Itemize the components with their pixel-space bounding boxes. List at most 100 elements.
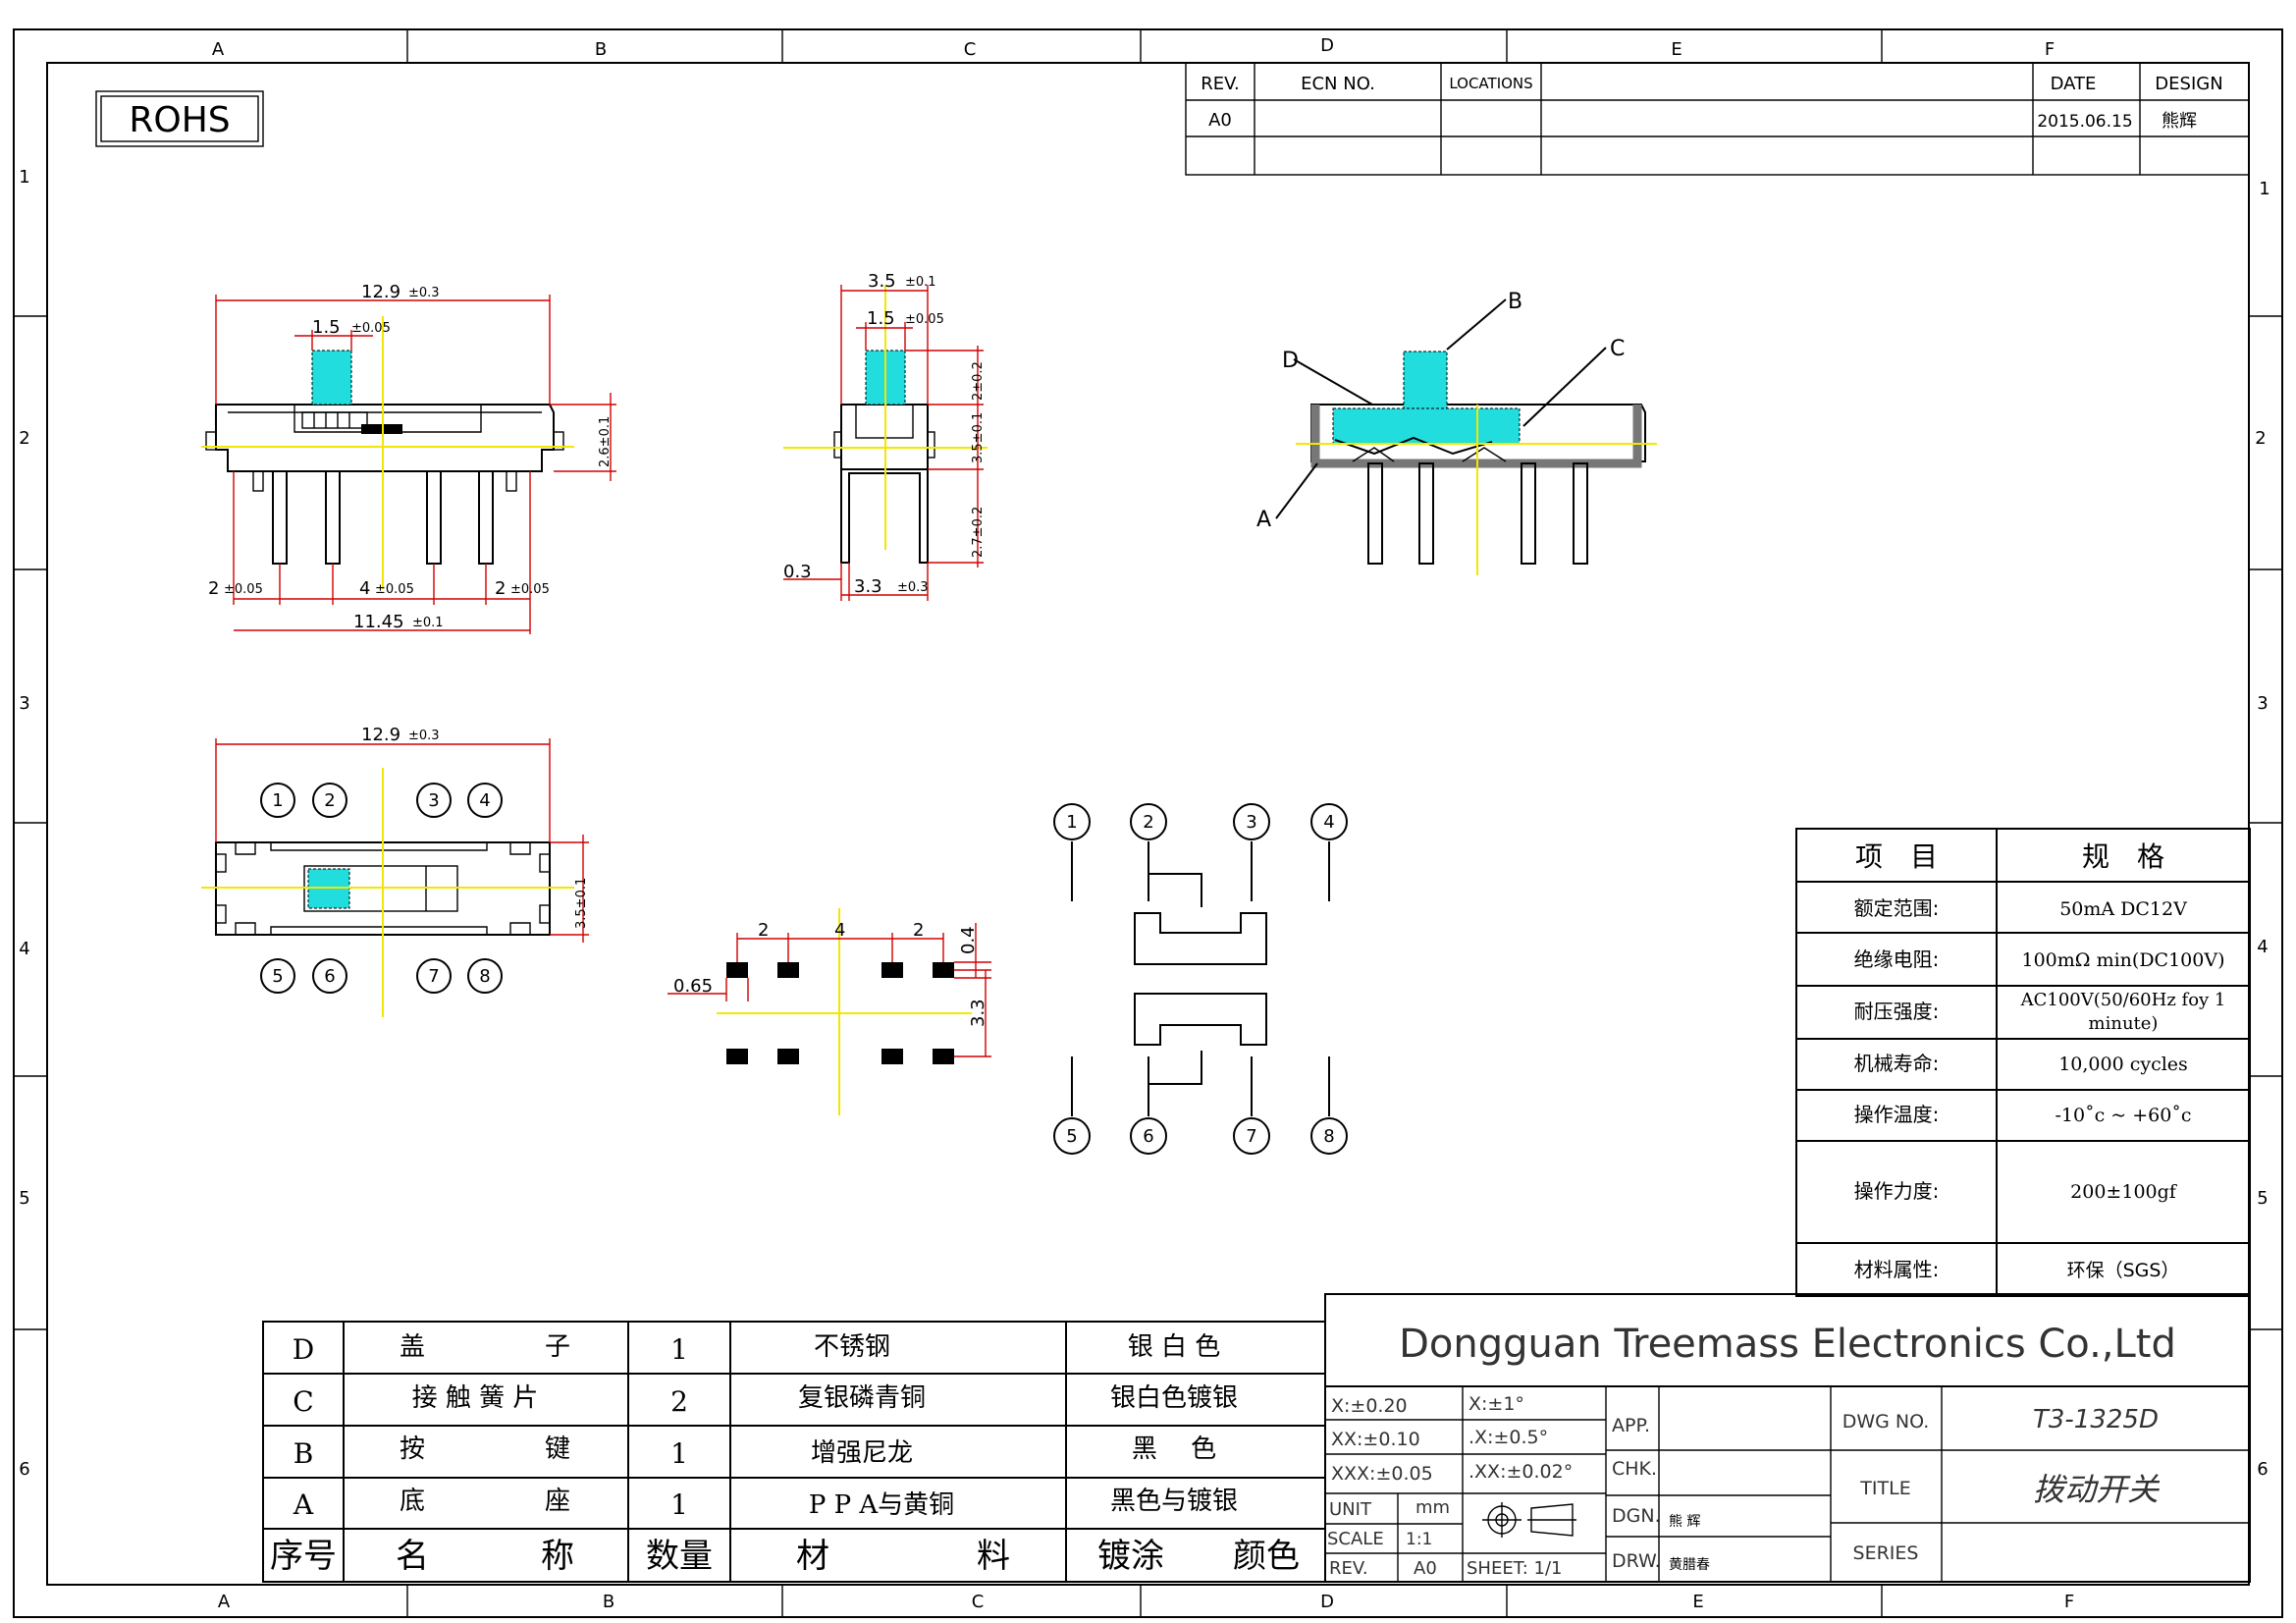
bom-name-a-a: 底 <box>400 1487 425 1516</box>
zone-row-1-right: 1 <box>2259 179 2269 199</box>
dgn-label: DGN. <box>1612 1505 1661 1527</box>
side-pin-span-tol: ±0.1 <box>412 616 444 630</box>
end-bottom-tol: ±0.3 <box>897 580 929 595</box>
drawing-frame <box>13 28 2283 1618</box>
spec-table: 项 目 规 格 额定范围: 50mA DC12V 绝缘电阻: 100mΩ min… <box>1795 828 2251 1297</box>
locations-header: LOCATIONS <box>1449 75 1532 92</box>
bom-material-b: 增强尼龙 <box>811 1438 913 1468</box>
top-pin-5: 5 <box>272 966 283 987</box>
sch-pin-8: 8 <box>1323 1126 1334 1147</box>
bom-header-material-a: 材 <box>796 1537 829 1576</box>
zone-col-d: D <box>1320 35 1334 56</box>
pad-layout: 2 4 2 0.4 0.65 3.3 <box>667 908 991 1115</box>
zone-col-f: F <box>2045 39 2055 60</box>
spec-item-6: 操作力度: <box>1854 1179 1940 1203</box>
dwg-label: DWG NO. <box>1842 1411 1930 1433</box>
end-bottom-width: 3.3 <box>854 576 882 597</box>
top-pin-6: 6 <box>324 966 335 987</box>
bom-header-name-a: 名 <box>396 1537 429 1576</box>
sch-pin-4: 4 <box>1323 812 1334 833</box>
zone-col-a-bottom: A <box>218 1592 231 1612</box>
zone-col-b-bottom: B <box>603 1592 614 1612</box>
side-pitch-left: 2 <box>208 578 219 599</box>
bom-id-c: C <box>293 1385 313 1418</box>
top-pin-7: 7 <box>428 966 439 987</box>
bom-header-id: 序号 <box>270 1537 337 1576</box>
spec-value-4: 10,000 cycles <box>2058 1054 2188 1075</box>
zone-col-a: A <box>212 39 225 60</box>
spec-item-1: 额定范围: <box>1854 896 1940 920</box>
side-pitch-right: 2 <box>495 578 506 599</box>
title-block: Dongguan Treemass Electronics Co.,Ltd X:… <box>1324 1293 2251 1583</box>
zone-col-c-bottom: C <box>972 1592 985 1612</box>
spec-value-3-cont: minute) <box>2089 1013 2159 1034</box>
zone-row-4-right: 4 <box>2257 937 2268 957</box>
pad-height: 0.4 <box>958 926 979 954</box>
title-label: TITLE <box>1859 1478 1910 1499</box>
design-header: DESIGN <box>2155 74 2222 94</box>
spec-item-3: 耐压强度: <box>1854 1000 1940 1023</box>
spec-value-3: AC100V(50/60Hz foy 1 <box>2020 990 2226 1010</box>
bom-material-c: 复银磷青铜 <box>798 1383 926 1413</box>
end-thickness: 0.3 <box>783 562 812 582</box>
dgn-name: 熊 辉 <box>1669 1514 1700 1530</box>
side-pitch-left-tol: ±0.05 <box>224 582 263 597</box>
top-pin-8: 8 <box>479 966 490 987</box>
app-label: APP. <box>1612 1415 1650 1436</box>
pad-row-gap: 3.3 <box>968 999 988 1027</box>
end-h3: 2.7±0.2 <box>971 507 986 558</box>
top-depth: 3.5±0.1 <box>574 878 589 929</box>
bom-name-a-b: 座 <box>545 1487 570 1516</box>
bom-name-d-a: 盖 <box>400 1332 425 1362</box>
projection-symbol-icon <box>1482 1502 1576 1538</box>
end-top-tol: ±0.1 <box>905 275 936 290</box>
drw-label: DRW. <box>1612 1550 1661 1572</box>
design-value: 熊辉 <box>2162 111 2197 132</box>
zone-row-2-right: 2 <box>2255 428 2266 449</box>
bom-name-c: 接 触 簧 片 <box>412 1383 539 1413</box>
pad-pitch-c: 2 <box>913 920 924 941</box>
spec-item-4: 机械寿命: <box>1854 1052 1940 1075</box>
spec-item-5: 操作温度: <box>1854 1103 1940 1126</box>
scale-label: SCALE <box>1327 1529 1384 1549</box>
rev-value-tb: A0 <box>1414 1558 1437 1579</box>
bom-name-b-a: 按 <box>400 1434 425 1464</box>
bom-table: D 盖 子 1 不锈钢 银 白 色 C 接 触 簧 片 2 复银磷青铜 银白色镀… <box>262 1321 1326 1583</box>
top-pin-1: 1 <box>272 790 283 811</box>
side-overall-width: 12.9 <box>361 282 400 302</box>
bom-name-d-b: 子 <box>545 1332 570 1362</box>
ang-x: X:±1° <box>1468 1393 1524 1415</box>
company-name: Dongguan Treemass Electronics Co.,Ltd <box>1399 1322 2176 1367</box>
spec-value-1: 50mA DC12V <box>2059 898 2187 920</box>
bom-qty-d: 1 <box>670 1333 688 1366</box>
sch-pin-6: 6 <box>1143 1126 1153 1147</box>
tol-x: X:±0.20 <box>1331 1395 1408 1417</box>
zone-col-d-bottom: D <box>1320 1592 1334 1612</box>
section-label-d: D <box>1282 349 1299 373</box>
end-h2: 3.5±0.1 <box>971 412 986 463</box>
ecn-header: ECN NO. <box>1301 74 1375 94</box>
chk-label: CHK. <box>1612 1458 1657 1480</box>
side-pitch-mid-tol: ±0.05 <box>375 582 414 597</box>
sch-pin-7: 7 <box>1246 1126 1256 1147</box>
zone-row-2: 2 <box>19 428 29 449</box>
date-header: DATE <box>2051 74 2097 94</box>
pad-width: 0.65 <box>673 976 713 997</box>
spec-header-item: 项 目 <box>1855 840 1938 873</box>
bom-header-material-b: 料 <box>977 1537 1010 1576</box>
end-view: 3.5 ±0.1 1.5 ±0.05 2±0.2 3.5±0.1 2.7±0.2… <box>783 271 988 601</box>
bom-header-name-b: 称 <box>541 1537 574 1576</box>
rev-header: REV. <box>1201 74 1240 94</box>
bom-id-d: D <box>293 1333 314 1366</box>
zone-row-1: 1 <box>19 167 29 188</box>
tol-xx: XX:±0.10 <box>1331 1429 1420 1450</box>
series-label: SERIES <box>1853 1542 1919 1564</box>
bom-material-a: P P A与黄铜 <box>809 1490 954 1520</box>
bom-finish-a: 黑色与镀银 <box>1110 1487 1238 1516</box>
bom-finish-d: 银 白 色 <box>1128 1332 1221 1362</box>
spec-header-spec: 规 格 <box>2082 840 2164 873</box>
unit-label: UNIT <box>1329 1499 1372 1520</box>
side-pitch-right-tol: ±0.05 <box>510 582 550 597</box>
section-label-b: B <box>1508 290 1522 314</box>
